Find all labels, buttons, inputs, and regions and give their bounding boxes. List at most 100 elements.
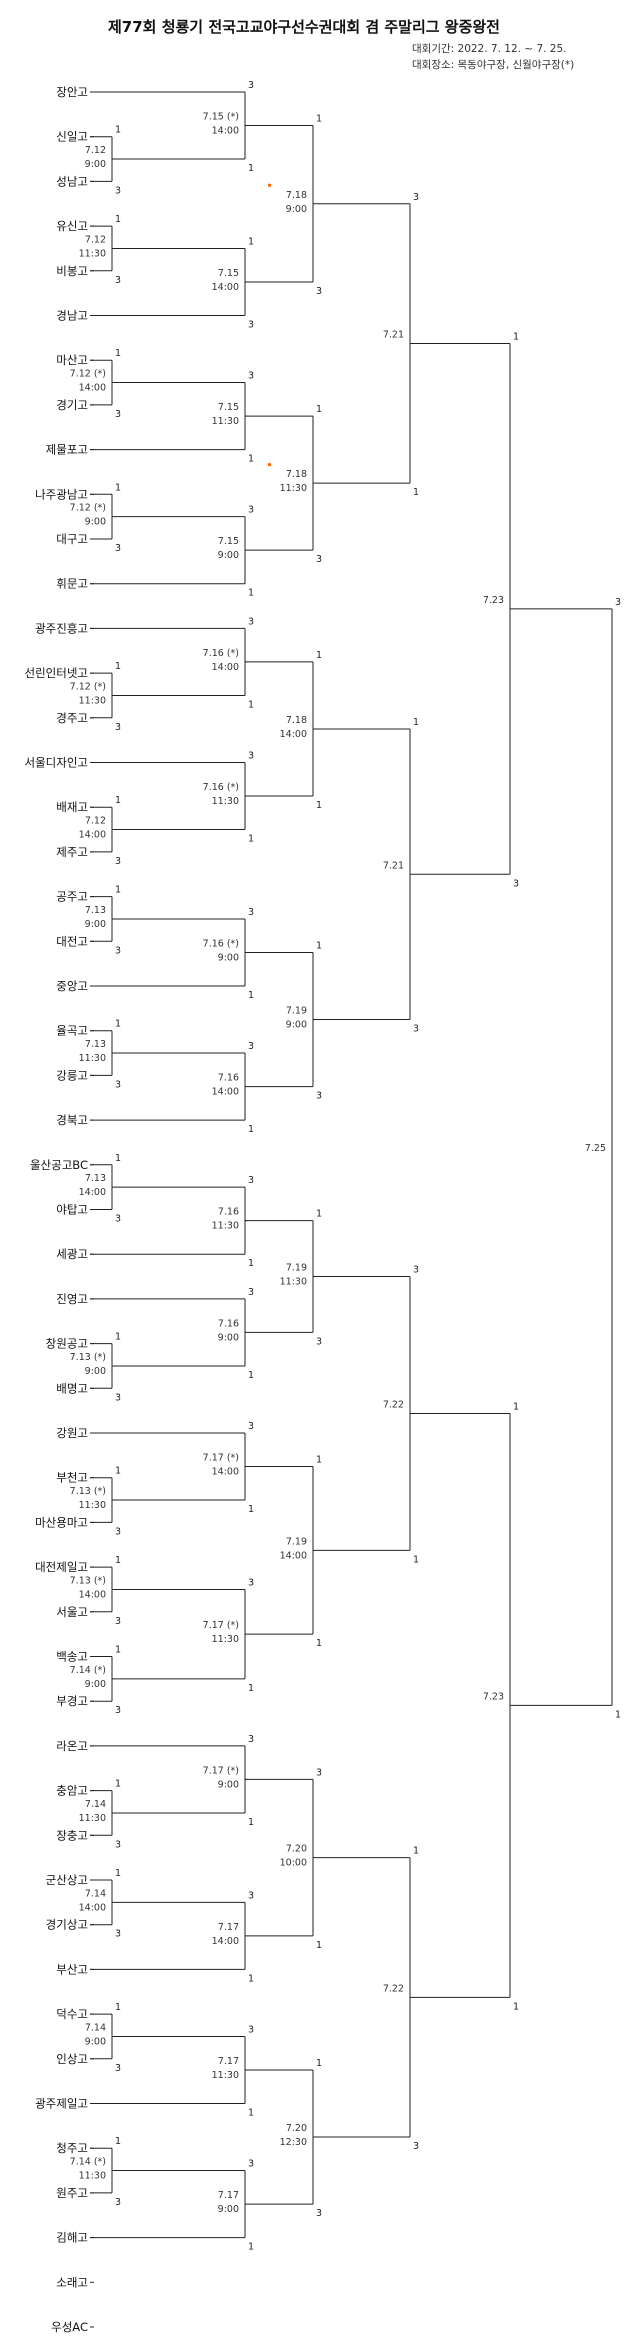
r1-match-time: 14:00 [79, 1902, 106, 1913]
r1-match-score-top: 1 [115, 2136, 121, 2147]
r2-match-score-top: 3 [248, 1421, 254, 1432]
sf-match-score-bottom: 1 [513, 2001, 519, 2012]
r2-match-time: 9:00 [218, 550, 239, 561]
r1-match-score-bottom: 3 [115, 409, 121, 420]
qf-match-date: 7.22 [383, 1399, 404, 1410]
r1-match-date: 7.14 [85, 1888, 106, 1899]
r2-match-score-bottom: 1 [248, 588, 254, 599]
r1-match-score-bottom: 3 [115, 1214, 121, 1225]
r2-match-time: 9:00 [218, 1779, 239, 1790]
r3-match-time: 14:00 [280, 729, 307, 740]
r3-match-score-bottom: 3 [316, 1336, 322, 1347]
r2-match-date: 7.17 [218, 1922, 239, 1933]
final-match-score-top: 3 [615, 597, 621, 608]
r1-match-score-top: 1 [115, 1153, 121, 1164]
r1-match-date: 7.12 [85, 816, 106, 827]
r2-match-date: 7.16 [218, 1207, 239, 1218]
r2-match-time: 11:30 [212, 796, 239, 807]
r3-match-time: 9:00 [286, 204, 307, 215]
r2-match-score-bottom: 3 [248, 320, 254, 331]
r2-match-date: 7.15 (*) [203, 112, 239, 123]
r2-match-date: 7.16 [218, 1073, 239, 1084]
team-name: 비봉고 [56, 264, 88, 278]
tournament-period: 대회기간: 2022. 7. 12. ~ 7. 25. [412, 43, 567, 55]
r3-match-date: 7.20 [286, 1844, 307, 1855]
r2-match-score-top: 3 [248, 2159, 254, 2170]
r2-match-score-top: 3 [248, 80, 254, 91]
r3-match-score-top: 1 [316, 1455, 322, 1466]
team-name: 배명고 [56, 1381, 88, 1395]
r1-match-time: 11:30 [79, 1813, 106, 1824]
r2-match-time: 9:00 [218, 952, 239, 963]
r3-match-time: 14:00 [280, 1550, 307, 1561]
team-name: 유신고 [56, 219, 88, 233]
r3-match-score-bottom: 1 [316, 1638, 322, 1649]
r2-match-time: 14:00 [212, 662, 239, 673]
team-name: 장안고 [56, 85, 88, 99]
r1-match-time: 14:00 [79, 830, 106, 841]
r3-match-score-bottom: 3 [316, 286, 322, 297]
team-name: 야탑고 [56, 1203, 88, 1217]
tournament-venue: 대회장소: 목동야구장, 신월야구장(*) [412, 58, 574, 71]
marker-icon [268, 463, 271, 467]
r1-match-score-top: 1 [115, 795, 121, 806]
r1-match-score-bottom: 3 [115, 945, 121, 956]
qf-match-score-top: 1 [413, 717, 419, 728]
team-name: 제주고 [56, 845, 88, 859]
r2-match-score-bottom: 1 [248, 834, 254, 845]
r2-match-score-top: 3 [248, 505, 254, 516]
final-match-score-bottom: 1 [615, 1709, 621, 1720]
r2-match-time: 9:00 [218, 2204, 239, 2215]
r3-match-score-top: 1 [316, 114, 322, 125]
r2-match-score-bottom: 1 [248, 454, 254, 465]
r2-match-date: 7.15 [218, 402, 239, 413]
r2-match-score-top: 1 [248, 236, 254, 247]
r2-match-score-bottom: 1 [248, 2242, 254, 2253]
qf-match-score-bottom: 1 [413, 487, 419, 498]
r3-match-score-top: 1 [316, 1209, 322, 1220]
r1-match-score-top: 1 [115, 1645, 121, 1656]
r3-match-date: 7.20 [286, 2123, 307, 2134]
r1-match-date: 7.12 (*) [70, 681, 106, 692]
sf-match-date: 7.23 [483, 1691, 504, 1702]
qf-match-score-top: 3 [413, 1265, 419, 1276]
r1-match-time: 9:00 [85, 1679, 106, 1690]
r2-match-score-top: 3 [248, 1890, 254, 1901]
r1-match-date: 7.13 (*) [70, 1486, 106, 1497]
bracket-labels: 장안고신일고성남고유신고비봉고경남고마산고경기고제물포고나주광남고대구고휘문고광… [25, 80, 622, 2334]
r2-match-time: 11:30 [212, 2070, 239, 2081]
r1-match-score-bottom: 3 [115, 2197, 121, 2208]
r1-match-date: 7.12 (*) [70, 503, 106, 514]
r2-match-score-top: 3 [248, 1175, 254, 1186]
r1-match-date: 7.13 [85, 905, 106, 916]
r2-match-score-bottom: 1 [248, 2108, 254, 2119]
r2-match-score-bottom: 1 [248, 1504, 254, 1515]
r2-match-score-top: 3 [248, 751, 254, 762]
qf-match-date: 7.21 [383, 329, 404, 340]
r1-match-date: 7.13 (*) [70, 1575, 106, 1586]
r3-match-score-top: 1 [316, 940, 322, 951]
r1-match-date: 7.13 (*) [70, 1352, 106, 1363]
r1-match-score-bottom: 3 [115, 2063, 121, 2074]
team-name: 중앙고 [56, 979, 88, 993]
r3-match-score-top: 1 [316, 404, 322, 415]
r1-match-score-top: 1 [115, 1868, 121, 1879]
r3-match-date: 7.19 [286, 1006, 307, 1017]
r2-match-score-top: 3 [248, 1577, 254, 1588]
r2-match-time: 11:30 [212, 416, 239, 427]
r2-match-time: 14:00 [212, 126, 239, 137]
team-name: 원주고 [56, 2186, 88, 2200]
r3-match-date: 7.18 [286, 469, 307, 480]
r1-match-score-bottom: 3 [115, 543, 121, 554]
marker-icon [268, 183, 271, 187]
r1-match-score-bottom: 3 [115, 1526, 121, 1537]
r2-match-score-top: 3 [248, 616, 254, 627]
team-name: 광주제일고 [35, 2097, 88, 2111]
r2-match-time: 14:00 [212, 1467, 239, 1478]
r2-match-date: 7.16 [218, 1318, 239, 1329]
r1-match-date: 7.12 [85, 234, 106, 245]
team-name: 율곡고 [56, 1024, 88, 1038]
team-name: 김해고 [56, 2231, 88, 2245]
sf-match-score-top: 1 [513, 331, 519, 342]
r3-match-date: 7.19 [286, 1536, 307, 1547]
